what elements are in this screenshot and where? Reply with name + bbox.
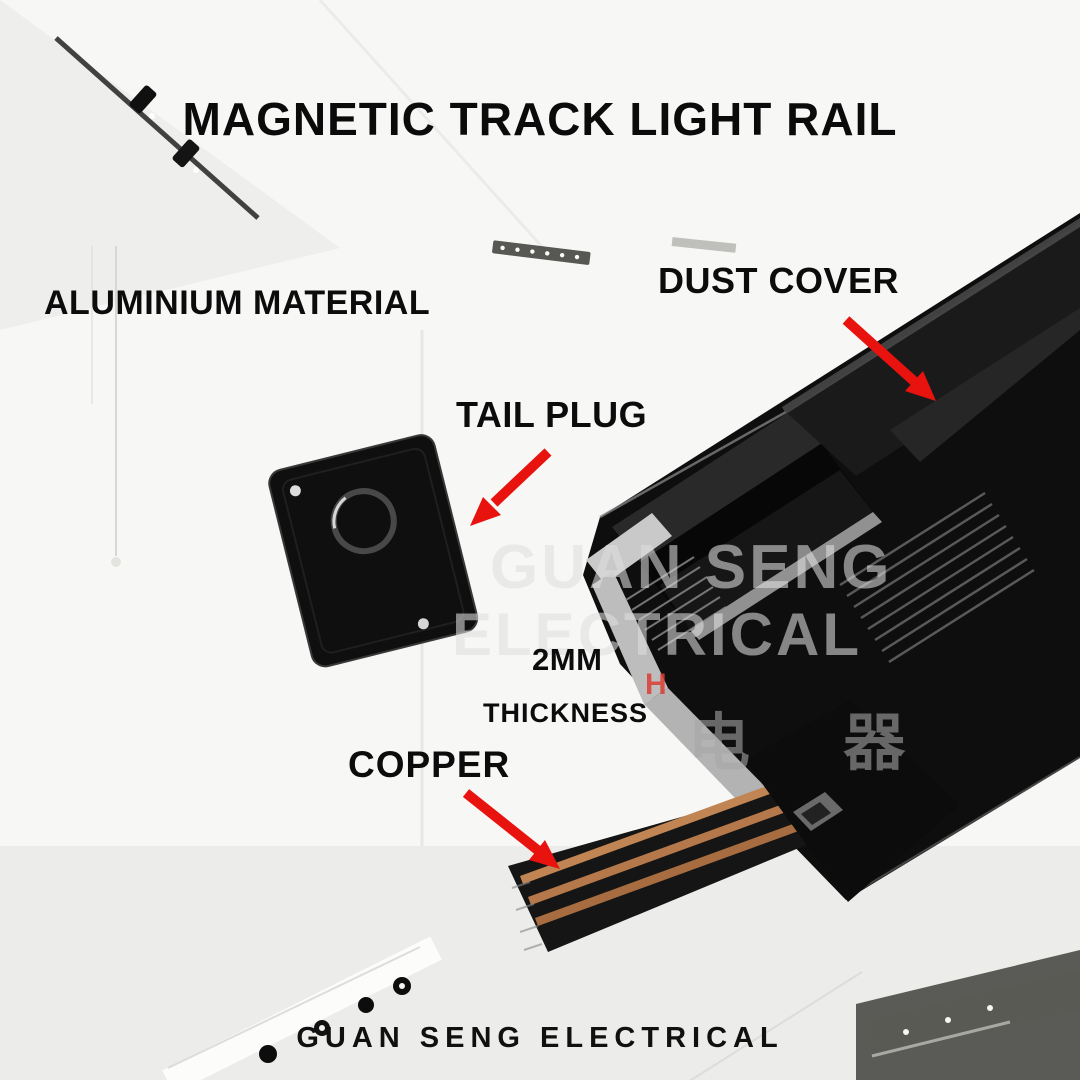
- floor-track-strip: [162, 936, 442, 1080]
- linear-track-light: [492, 240, 591, 265]
- wall-corner-shade: [0, 0, 340, 330]
- label-thickness-value: 2MM: [532, 642, 603, 677]
- spotlight-icon: [358, 997, 374, 1013]
- light-glow-dot: [193, 167, 199, 173]
- label-thickness: THICKNESS: [483, 698, 649, 728]
- copper-strip: [535, 817, 815, 926]
- watermark-cjk: 电 器: [688, 709, 944, 778]
- floor-track-edge: [167, 946, 421, 1069]
- light-glow-dot: [903, 1029, 909, 1035]
- label-tail-plug: TAIL PLUG: [456, 394, 648, 435]
- rail-bottom-edge: [845, 756, 1080, 899]
- floor-seam-line: [689, 971, 863, 1080]
- rail-bottom-lip: [745, 700, 960, 902]
- copper-strip: [520, 775, 800, 884]
- fin-lines-left: [625, 556, 727, 651]
- watermark-line1: GUAN SENG: [490, 533, 893, 602]
- tail-plug-panel: [281, 447, 465, 654]
- end-face-edge: [592, 571, 668, 704]
- ceiling-track-line: [54, 36, 260, 220]
- spotlight-icon: [172, 139, 200, 168]
- rail-back-rim: [599, 410, 787, 519]
- pendant-bulb: [111, 557, 121, 567]
- light-glow-dot: [987, 1005, 993, 1011]
- copper-strip: [528, 796, 808, 905]
- tail-plug-image: [268, 434, 479, 668]
- rail-front-rim: [690, 512, 882, 640]
- label-copper: COPPER: [348, 744, 511, 785]
- dust-cover-surface: [786, 223, 1080, 476]
- page-title: MAGNETIC TRACK LIGHT RAIL: [182, 93, 898, 145]
- copper-strips: [508, 775, 852, 952]
- ceiling-edge-line: [318, 0, 547, 252]
- light-glow-dot: [399, 983, 405, 989]
- fin-lines-right: [839, 491, 1035, 664]
- copper-end-ribs: [511, 881, 543, 951]
- rail-inner-wall: [612, 408, 822, 562]
- rail-channel-floor: [660, 470, 873, 630]
- watermark-line2: ELECTRICAL: [452, 601, 862, 668]
- ceiling-panel-face: [870, 970, 1080, 1052]
- recessed-light-slot: [871, 1020, 1011, 1058]
- spotlight-icon: [259, 1045, 277, 1063]
- connector-bracket-inner: [801, 802, 831, 825]
- screw-hole: [289, 485, 301, 497]
- end-face-edge: [586, 513, 672, 584]
- screw-hole: [417, 618, 429, 630]
- tail-plug-ring-highlight: [332, 496, 347, 529]
- linear-track-light: [671, 237, 737, 253]
- dust-cover-sheen: [890, 308, 1080, 462]
- label-dust-cover: DUST COVER: [658, 260, 900, 301]
- light-glow-dot: [319, 1025, 325, 1031]
- footer-brand: GUAN SENG ELECTRICAL: [296, 1022, 784, 1054]
- watermark-red-mark: H: [645, 668, 667, 701]
- light-glow-dot: [945, 1017, 951, 1023]
- light-glow-dot: [149, 113, 155, 119]
- spotlight-icon: [129, 85, 157, 114]
- label-aluminium-material: ALUMINIUM MATERIAL: [44, 284, 431, 322]
